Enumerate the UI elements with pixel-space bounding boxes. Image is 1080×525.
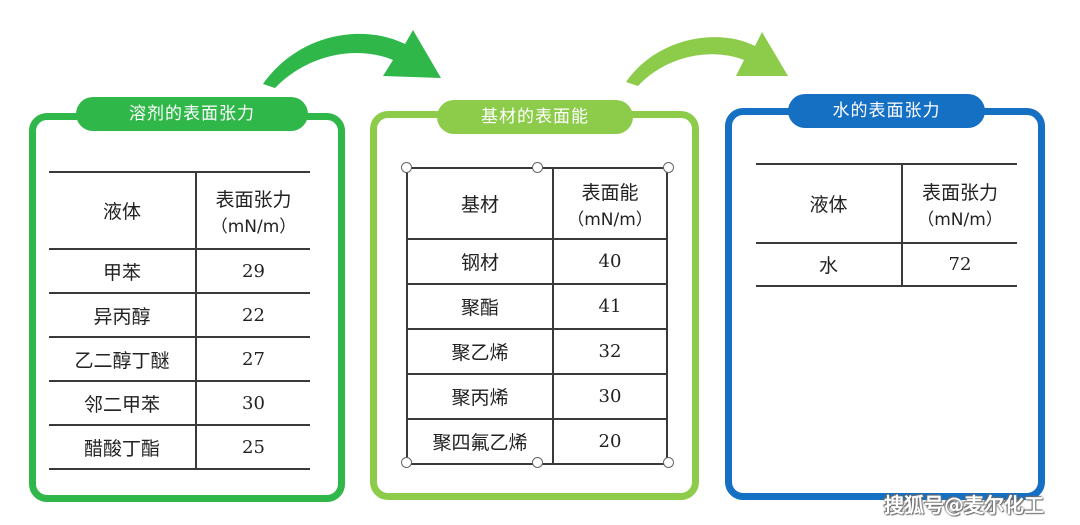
table-row: 聚酯 41: [407, 284, 667, 330]
table-header-row: 液体 表面张力 （mN/m）: [49, 171, 310, 250]
resize-handle[interactable]: [532, 457, 543, 468]
column-header-surface-energy: 表面能 （mN/m）: [553, 167, 667, 240]
resize-handle[interactable]: [401, 162, 412, 173]
right-arrow-icon: [263, 30, 441, 88]
table-row: 邻二甲苯 30: [49, 381, 310, 426]
column-header-tension-label: 表面张力: [215, 188, 292, 211]
row-name: 异丙醇: [49, 293, 197, 338]
row-name: 水: [756, 243, 903, 287]
row-name: 钢材: [407, 239, 554, 285]
table-row: 异丙醇 22: [49, 293, 310, 338]
table-row: 水 72: [756, 243, 1017, 287]
row-name: 邻二甲苯: [49, 381, 197, 426]
row-name: 聚乙烯: [407, 329, 554, 375]
column-header-unit: （mN/m）: [567, 209, 653, 230]
row-name: 聚酯: [407, 284, 554, 330]
solvent-panel-title: 溶剂的表面张力: [76, 97, 308, 131]
solvent-table: 液体 表面张力 （mN/m） 甲苯 29 异丙醇 22 乙二醇丁醚 27 邻二甲…: [49, 171, 310, 470]
resize-handle[interactable]: [401, 457, 412, 468]
row-name: 聚丙烯: [407, 374, 554, 420]
table-row: 醋酸丁酯 25: [49, 425, 310, 470]
water-table: 液体 表面张力 （mN/m） 水 72: [756, 163, 1017, 287]
column-header-tension: 表面张力 （mN/m）: [196, 171, 310, 250]
row-value: 30: [196, 381, 310, 426]
column-header-surface-energy-label: 表面能: [581, 181, 639, 204]
table-row: 聚四氟乙烯 20: [407, 419, 667, 465]
table-row: 聚乙烯 32: [407, 329, 667, 375]
column-header-liquid: 液体: [49, 171, 197, 250]
substrate-table: 基材 表面能 （mN/m） 钢材 40 聚酯 41 聚乙烯 32 聚丙烯 30 …: [406, 167, 668, 465]
resize-handle[interactable]: [663, 457, 674, 468]
column-header-tension-label: 表面张力: [921, 181, 998, 204]
row-value: 25: [196, 425, 310, 470]
column-header-tension: 表面张力 （mN/m）: [902, 163, 1017, 244]
row-value: 72: [902, 243, 1017, 287]
row-value: 41: [553, 284, 667, 330]
row-value: 30: [553, 374, 667, 420]
right-arrow-icon: [626, 32, 788, 86]
substrate-panel-title: 基材的表面能: [437, 100, 633, 134]
row-name: 甲苯: [49, 249, 197, 294]
table-row: 乙二醇丁醚 27: [49, 337, 310, 382]
table-row: 聚丙烯 30: [407, 374, 667, 420]
watermark: 搜狐号@麦尔化工: [884, 493, 1044, 517]
resize-handle[interactable]: [532, 162, 543, 173]
row-value: 20: [553, 419, 667, 465]
table-header-row: 基材 表面能 （mN/m）: [407, 167, 667, 240]
water-panel-title: 水的表面张力: [788, 94, 985, 128]
column-header-unit: （mN/m）: [210, 216, 297, 237]
row-value: 40: [553, 239, 667, 285]
row-value: 29: [196, 249, 310, 294]
row-value: 22: [196, 293, 310, 338]
row-name: 醋酸丁酯: [49, 425, 197, 470]
row-value: 27: [196, 337, 310, 382]
table-row: 甲苯 29: [49, 249, 310, 294]
table-header-row: 液体 表面张力 （mN/m）: [756, 163, 1017, 244]
column-header-unit: （mN/m）: [917, 209, 1003, 230]
table-row: 钢材 40: [407, 239, 667, 285]
row-name: 乙二醇丁醚: [49, 337, 197, 382]
row-value: 32: [553, 329, 667, 375]
column-header-substrate: 基材: [407, 167, 554, 240]
row-name: 聚四氟乙烯: [407, 419, 554, 465]
resize-handle[interactable]: [663, 162, 674, 173]
column-header-liquid: 液体: [756, 163, 903, 244]
